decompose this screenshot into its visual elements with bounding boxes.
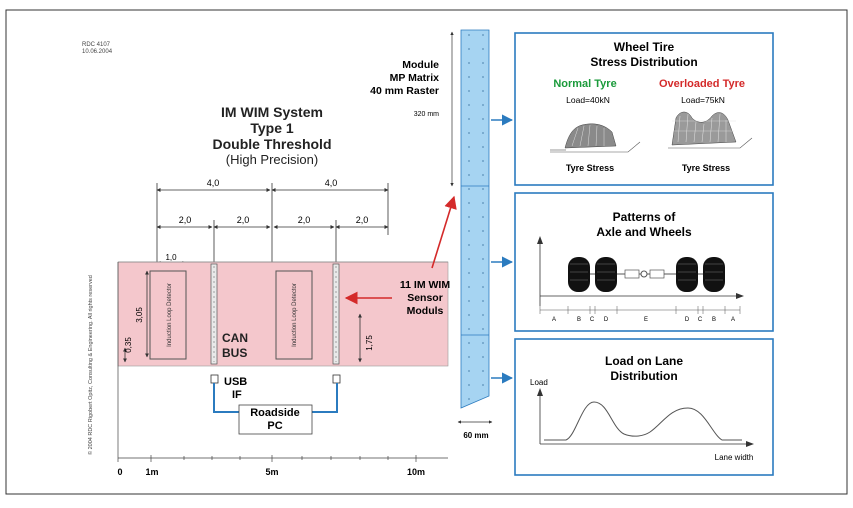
usb-label-1: USB bbox=[224, 376, 247, 388]
top-dimensions bbox=[156, 183, 389, 268]
tyre-stress-2: Tyre Stress bbox=[682, 163, 730, 173]
dim-top-left: 4,0 bbox=[207, 178, 220, 188]
doc-ref-line1: RDC 4107 bbox=[82, 42, 111, 48]
axis-tick-10m: 10m bbox=[407, 467, 425, 477]
seg-5: D bbox=[685, 317, 690, 323]
mp-matrix-module bbox=[460, 29, 490, 409]
induction-loop-1 bbox=[149, 270, 187, 360]
road-lane bbox=[117, 261, 449, 367]
pc-label-1: Roadside bbox=[250, 407, 300, 419]
copyright: © 2004 RDC Rigobert Opitz, Consulting & … bbox=[87, 275, 94, 455]
sensor-strip-2 bbox=[332, 263, 340, 365]
doc-ref-line2: 10.06.2004 bbox=[82, 49, 113, 55]
load-axis-label: Load bbox=[530, 378, 548, 387]
seg-1: B bbox=[577, 317, 581, 323]
panel-load-distribution: Load on Lane Distribution Load Lane widt… bbox=[514, 338, 774, 476]
load-normal: Load=40kN bbox=[566, 95, 610, 105]
title-line4: (High Precision) bbox=[226, 152, 318, 167]
overloaded-tyre-plot bbox=[668, 111, 753, 149]
panel2-title-1: Patterns of bbox=[613, 210, 677, 224]
dim-small: 1,0 bbox=[165, 253, 177, 262]
seg-6: C bbox=[698, 317, 703, 323]
seg-0: A bbox=[552, 317, 556, 323]
loop1-label: Induction Loop Detector bbox=[167, 283, 173, 347]
seg-4: E bbox=[644, 317, 648, 323]
can-label-1: CAN bbox=[222, 331, 248, 345]
module-label-2: MP Matrix bbox=[390, 72, 440, 84]
sensor-label-2: Sensor bbox=[407, 292, 443, 304]
title-line3: Double Threshold bbox=[213, 136, 332, 152]
sensor-strip-1 bbox=[210, 263, 218, 365]
lane-width-label: Lane width bbox=[715, 453, 754, 462]
panel3-title-1: Load on Lane bbox=[605, 354, 683, 368]
panel1-title-1: Wheel Tire bbox=[614, 40, 675, 54]
dim-mid-1: 2,0 bbox=[179, 215, 192, 225]
panel-axle-patterns: Patterns of Axle and Wheels bbox=[514, 192, 774, 332]
roadside-pc-box bbox=[238, 404, 313, 435]
sensor-label-1: 11 IM WIM bbox=[400, 279, 450, 291]
normal-tyre-label: Normal Tyre bbox=[553, 78, 616, 90]
pc-label-2: PC bbox=[267, 420, 282, 432]
seg-2: C bbox=[590, 317, 595, 323]
wheel-set bbox=[568, 257, 725, 292]
cable-right bbox=[312, 383, 338, 413]
panel1-title-2: Stress Distribution bbox=[590, 55, 697, 69]
load-over: Load=75kN bbox=[681, 95, 725, 105]
dim-mid-3: 2,0 bbox=[298, 215, 311, 225]
dim-mid-4: 2,0 bbox=[356, 215, 369, 225]
seg-8: A bbox=[731, 317, 735, 323]
dim-top-right: 4,0 bbox=[325, 178, 338, 188]
module-pointer-arrow bbox=[431, 195, 457, 269]
module-width: 60 mm bbox=[463, 431, 488, 440]
usb-label-2: IF bbox=[232, 389, 242, 401]
panel2-title-2: Axle and Wheels bbox=[596, 225, 692, 239]
seg-3: D bbox=[604, 317, 609, 323]
axis-tick-5m: 5m bbox=[265, 467, 278, 477]
sensor-label-3: Moduls bbox=[407, 305, 444, 317]
module-label-1: Module bbox=[402, 59, 439, 71]
dim-loop-height: 3,05 bbox=[135, 307, 144, 323]
module-height: 320 mm bbox=[414, 111, 439, 118]
cable-left bbox=[213, 383, 239, 413]
title-line2: Type 1 bbox=[250, 120, 294, 136]
usb-connector-1 bbox=[210, 374, 219, 384]
title-line1: IM WIM System bbox=[221, 104, 323, 120]
side-dimensions bbox=[123, 270, 362, 363]
dim-offset: 0,35 bbox=[124, 337, 133, 353]
can-label-2: BUS bbox=[222, 346, 247, 360]
dim-mid-2: 2,0 bbox=[237, 215, 250, 225]
normal-tyre-plot bbox=[550, 123, 641, 153]
distance-axis bbox=[117, 262, 448, 462]
load-curve bbox=[544, 401, 742, 441]
usb-connector-2 bbox=[332, 374, 341, 384]
axis-tick-0: 0 bbox=[117, 467, 122, 477]
tyre-stress-1: Tyre Stress bbox=[566, 163, 614, 173]
module-label-3: 40 mm Raster bbox=[370, 85, 439, 97]
panel-tire-stress: Wheel Tire Stress Distribution Normal Ty… bbox=[514, 32, 774, 186]
panel3-title-2: Distribution bbox=[610, 369, 677, 383]
overloaded-tyre-label: Overloaded Tyre bbox=[659, 78, 745, 90]
dim-sensor-len: 1,75 bbox=[365, 335, 374, 351]
system-title: IM WIM System Type 1 Double Threshold (H… bbox=[213, 104, 332, 167]
seg-7: B bbox=[712, 317, 716, 323]
axis-tick-1m: 1m bbox=[145, 467, 158, 477]
loop2-label: Induction Loop Detector bbox=[292, 283, 298, 347]
induction-loop-2 bbox=[275, 270, 313, 360]
